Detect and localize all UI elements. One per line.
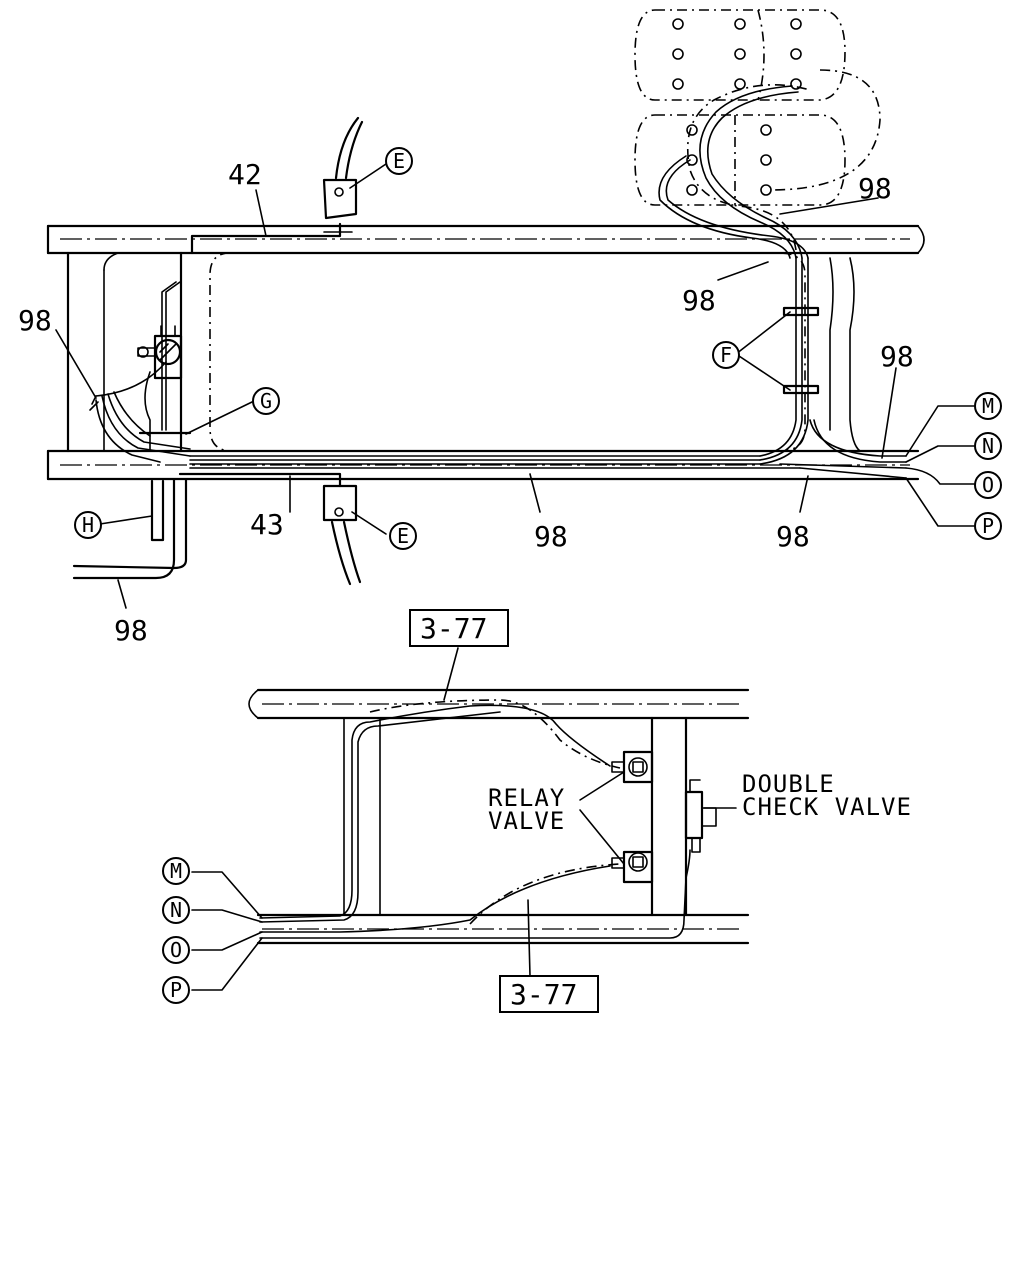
pipe-bundle-left xyxy=(89,361,191,463)
label-98-hose: 98 xyxy=(682,284,716,317)
callout-g-letter: G xyxy=(260,389,272,413)
leaders-mnop-upper xyxy=(905,405,975,527)
ref-3-77-top: 3-77 xyxy=(420,612,487,645)
lower-connector-e xyxy=(322,484,362,586)
lower-frame-view xyxy=(191,647,750,991)
double-check-line1: DOUBLE xyxy=(742,770,835,798)
callout-p-upper: P xyxy=(982,514,994,538)
callout-e-top: E xyxy=(385,147,413,175)
callout-o-upper: O xyxy=(982,473,994,497)
relay-valves xyxy=(611,750,654,884)
ref-box-3-77-top: 3-77 xyxy=(409,609,509,647)
clamps-f xyxy=(782,306,820,395)
upper-frame-view xyxy=(46,9,975,609)
left-cross-member xyxy=(66,251,183,453)
callout-e-bottom: E xyxy=(389,522,417,550)
callouts-mnop-lower: M N O P xyxy=(162,857,190,1004)
callout-m-lower: M xyxy=(170,859,182,883)
ref-3-77-bottom: 3-77 xyxy=(510,978,577,1011)
label-98-top-right: 98 xyxy=(858,172,892,205)
callouts-mnop-upper: M N O P xyxy=(974,392,1002,540)
label-98-left: 98 xyxy=(18,304,52,337)
double-check-line2: CHECK VALVE xyxy=(742,793,912,821)
callout-e-top-letter: E xyxy=(393,149,405,173)
callout-n-upper: N xyxy=(982,434,994,458)
label-98-bottom-left: 98 xyxy=(114,614,148,647)
callout-p-lower: P xyxy=(170,978,182,1002)
callout-h: H xyxy=(74,511,102,539)
relay-valve-note: RELAY VALVE xyxy=(488,784,565,835)
callout-o-lower: O xyxy=(170,938,182,962)
hoses-to-chambers xyxy=(658,84,811,259)
label-43: 43 xyxy=(250,508,284,541)
valve-assembly-left xyxy=(137,281,183,431)
callout-e-bottom-letter: E xyxy=(397,524,409,548)
right-cross-member xyxy=(829,257,861,452)
callout-g: G xyxy=(252,387,280,415)
callout-m-upper: M xyxy=(982,394,994,418)
part-number-labels: 42 98 98 98 98 43 98 98 98 xyxy=(18,158,914,647)
callout-h-letter: H xyxy=(82,513,94,537)
callout-n-lower: N xyxy=(170,898,182,922)
label-98-right: 98 xyxy=(880,340,914,373)
double-check-valve xyxy=(684,779,717,853)
callout-f: F xyxy=(712,341,740,369)
relay-valve-line2: VALVE xyxy=(488,807,565,835)
callout-f-letter: F xyxy=(720,343,732,367)
label-42: 42 xyxy=(228,158,262,191)
label-98-center: 98 xyxy=(534,520,568,553)
label-98-lower-right: 98 xyxy=(776,520,810,553)
upper-connector-e xyxy=(322,116,364,220)
ref-box-3-77-bottom: 3-77 xyxy=(499,975,599,1013)
relay-valve-line1: RELAY xyxy=(488,784,565,812)
leaders-upper xyxy=(55,163,897,609)
air-chambers xyxy=(634,9,881,206)
pipe-43 xyxy=(178,472,342,488)
bracket-h-and-hose xyxy=(72,478,188,580)
main-pipe-bundle xyxy=(189,257,907,479)
double-check-valve-note: DOUBLE CHECK VALVE xyxy=(742,770,912,821)
